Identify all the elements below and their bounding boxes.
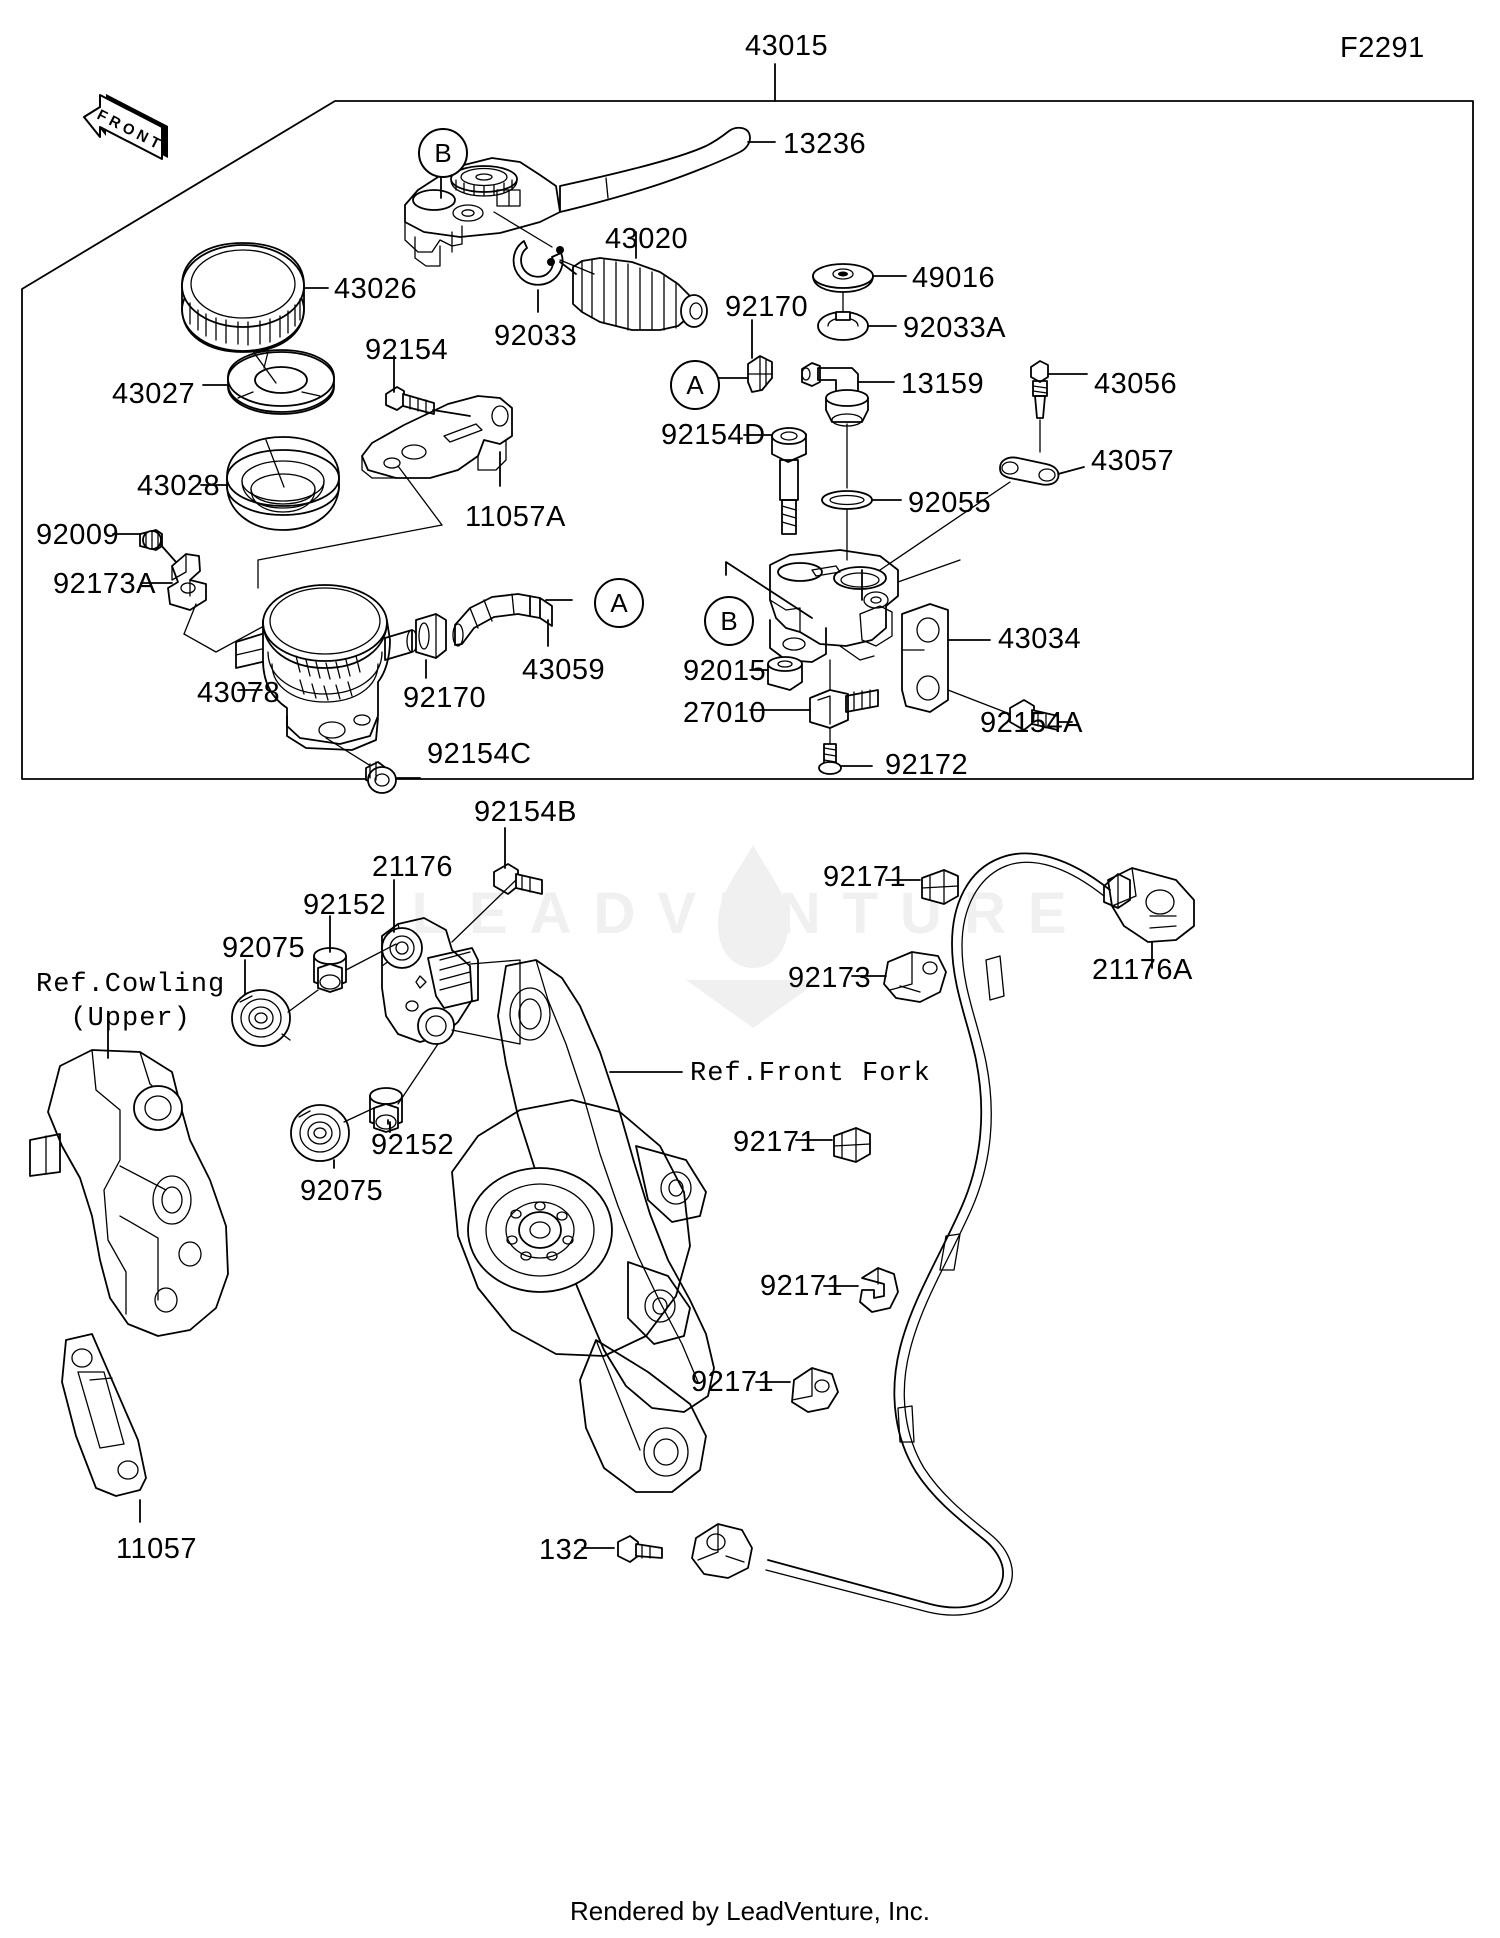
clamp-92173-part [883,951,947,1003]
label-92154c: 92154C [427,738,532,770]
ring-92170-lower-part [415,613,447,659]
abs-sensor-21176a-part [1103,867,1195,943]
label-92172: 92172 [885,749,969,781]
label-92154: 92154 [365,334,449,366]
bracket-11057-part [61,1333,147,1497]
callout-b-caliper: B [704,596,754,646]
screw-92172-part [818,743,842,775]
label-27010: 27010 [683,697,767,729]
clip-92171-3-part [859,1267,899,1313]
label-43057: 43057 [1091,445,1175,477]
label-21176a: 21176A [1092,954,1193,986]
label-92033: 92033 [494,320,578,352]
label-43020: 43020 [605,223,689,255]
render-credit: Rendered by LeadVenture, Inc. [570,1896,930,1926]
circlip-92033-part [512,240,564,286]
label-43026: 43026 [334,273,418,305]
label-21176: 21176 [372,851,453,883]
label-92173: 92173 [788,962,872,994]
label-92171-4: 92171 [691,1366,775,1398]
hose-end-bracket-part [691,1523,753,1579]
label-ref-cowling: Ref.Cowling (Upper) [36,969,225,1037]
clip-92170-upper-part [747,355,773,393]
label-ref-front-fork: Ref.Front Fork [690,1059,931,1089]
caliper-body-43034-part [769,549,949,713]
diaphragm-part [226,436,340,531]
reservoir-cap-part [181,242,305,353]
bolt-92154b-part [493,863,543,895]
label-92173a: 92173A [53,568,156,600]
clamp-92173a-part [167,553,207,611]
bolt-132-part [617,1535,663,1563]
circlip-92033a-part [817,311,869,341]
callout-a-hose: A [594,578,644,628]
ref-cowling-line2: (Upper) [70,1003,191,1034]
clip-92171-1-part [921,869,959,905]
label-92171-2: 92171 [733,1126,817,1158]
nut-92015-part [767,656,803,691]
bleed-valve-43056-part [1030,360,1049,419]
clip-92171-2-part [833,1127,871,1163]
abs-sensor-21176-part [381,917,479,1045]
label-92171-3: 92171 [760,1270,844,1302]
label-92075-lower: 92075 [300,1175,384,1207]
label-92152-lower: 92152 [371,1129,455,1161]
label-92170-lower: 92170 [403,682,487,714]
piston-assembly-43020-part [559,257,708,331]
label-92154b: 92154B [474,796,577,828]
label-43059: 43059 [522,654,606,686]
front-fork-ref-part [451,959,715,1493]
label-92171-1: 92171 [823,861,907,893]
label-43015: 43015 [745,30,829,62]
bolt-92154-part [385,386,435,415]
label-132: 132 [539,1534,589,1566]
label-92170-upper: 92170 [725,291,809,323]
oring-92055-part [821,490,873,510]
bracket-11057a-part [361,395,513,479]
hose-43059-part [452,593,553,647]
label-11057a: 11057A [465,501,566,533]
bolt-92154c-part [365,761,397,794]
switch-27010-part [809,689,879,729]
cowling-bracket-ref-part [29,1049,229,1337]
callout-b-lever: B [418,128,468,178]
label-92075-upper: 92075 [222,932,306,964]
diaphragm-plate-part [227,349,335,415]
label-11057: 11057 [116,1533,197,1565]
clamp-43057-part [999,456,1060,486]
ref-cowling-line1: Ref.Cowling [36,970,226,1000]
label-43078: 43078 [197,677,281,709]
label-92055: 92055 [908,487,992,519]
label-92015: 92015 [683,655,767,687]
label-43056: 43056 [1094,368,1178,400]
clip-92171-4-part [791,1367,839,1413]
collar-92152-upper-part [313,947,347,993]
master-cylinder-43078-part [235,584,418,751]
label-f2291: F2291 [1340,32,1425,64]
callout-a-clip: A [670,360,720,410]
collar-92152-lower-part [369,1087,403,1133]
damper-92075-lower-part [290,1104,350,1162]
label-13159: 13159 [901,368,985,400]
label-49016: 49016 [912,262,996,294]
label-43028: 43028 [137,470,221,502]
label-92152-upper: 92152 [303,889,387,921]
bolt-92154a-part [1009,699,1059,731]
label-92154d: 92154D [661,419,766,451]
cap-49016-part [812,263,874,293]
label-92009: 92009 [36,519,120,551]
bolt-92154d-part [771,427,807,535]
label-92154a: 92154A [980,707,1083,739]
damper-92075-upper-part [231,989,291,1047]
label-43027: 43027 [112,378,196,410]
brake-hose-line [765,852,1111,1616]
label-43034: 43034 [998,623,1082,655]
upper-section-frame [21,100,1474,780]
label-92033a: 92033A [903,312,1006,344]
hose-fitting-13159-part [801,362,869,427]
front-direction-arrow-icon: F R O N T [83,94,168,160]
label-13236: 13236 [783,128,867,160]
screw-92009-part [139,529,177,563]
